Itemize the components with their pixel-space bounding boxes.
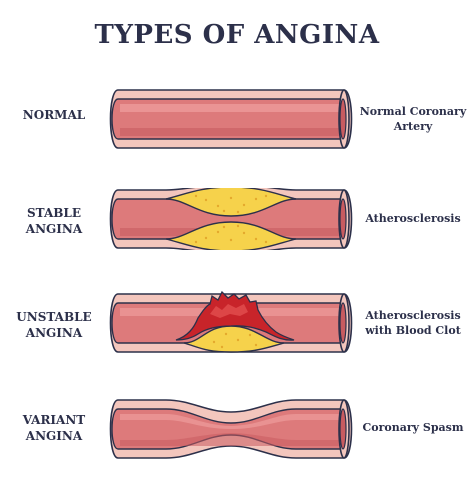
label-line: ANGINA: [25, 326, 83, 340]
label-line: VARIANT: [22, 413, 86, 427]
label-line: UNSTABLE: [16, 310, 92, 324]
spasm-artery-icon: [109, 399, 353, 459]
row-unstable-angina: UNSTABLE ANGINA Atherosclerosis with Blo…: [0, 290, 474, 354]
desc-line: Artery: [393, 120, 433, 133]
desc-line: Atherosclerosis: [365, 309, 461, 322]
desc-variant-angina: Coronary Spasm: [356, 420, 470, 435]
plaque-narrowed-artery-icon: [109, 188, 353, 250]
page-title: TYPES OF ANGINA: [94, 20, 380, 50]
desc-normal: Normal Coronary Artery: [356, 104, 470, 134]
label-normal: NORMAL: [4, 107, 104, 123]
label-stable-angina: STABLE ANGINA: [4, 205, 104, 237]
desc-line: with Blood Clot: [365, 324, 461, 337]
label-line: STABLE: [27, 206, 81, 220]
normal-artery-icon: [109, 89, 353, 149]
desc-line: Atherosclerosis: [365, 212, 461, 225]
label-unstable-angina: UNSTABLE ANGINA: [4, 309, 104, 341]
label-line: ANGINA: [25, 429, 83, 443]
label-variant-angina: VARIANT ANGINA: [4, 412, 104, 444]
desc-stable-angina: Atherosclerosis: [356, 211, 470, 226]
row-stable-angina: STABLE ANGINA Atherosclerosis: [0, 188, 474, 250]
desc-unstable-angina: Atherosclerosis with Blood Clot: [356, 308, 470, 338]
label-line: NORMAL: [22, 108, 86, 122]
desc-line: Normal Coronary: [359, 105, 467, 118]
blood-clot-artery-icon: [109, 290, 353, 353]
label-line: ANGINA: [25, 222, 83, 236]
desc-line: Coronary Spasm: [362, 421, 464, 434]
row-variant-angina: VARIANT ANGINA Coronary Spasm: [0, 398, 474, 460]
row-normal: NORMAL Normal Coronary Artery: [0, 88, 474, 150]
